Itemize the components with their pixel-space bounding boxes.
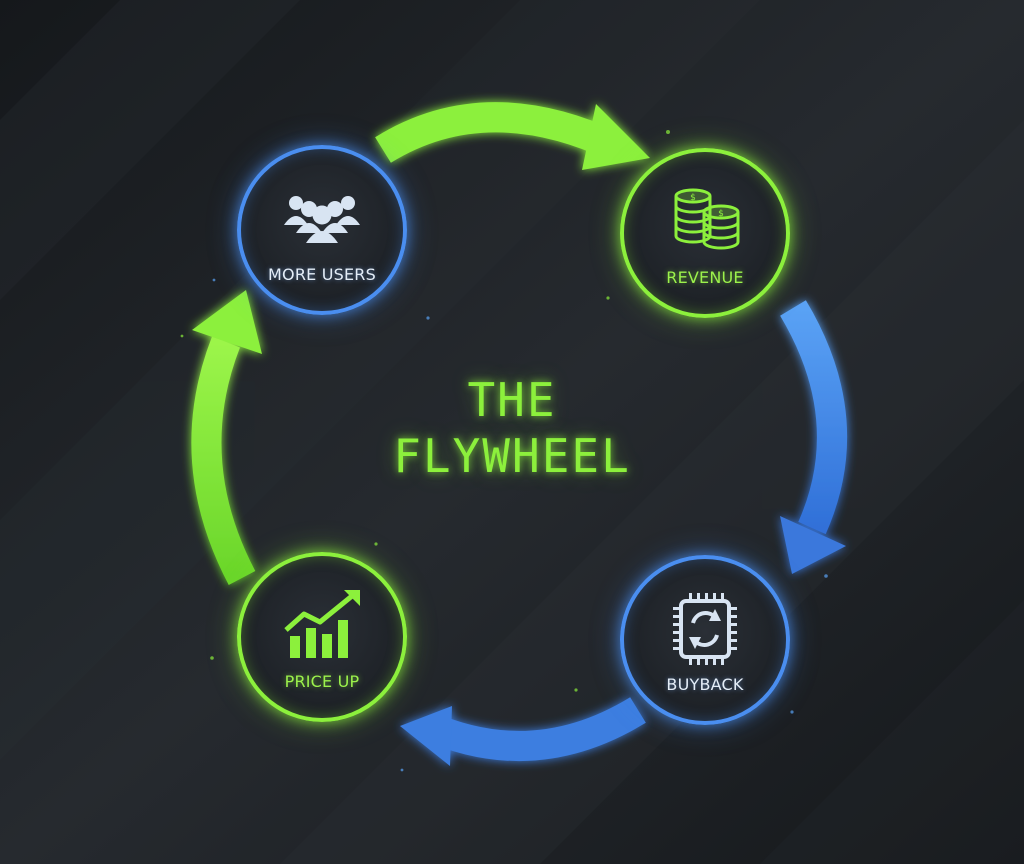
sparkles-blue xyxy=(212,278,828,772)
arrow-users-to-revenue xyxy=(375,102,650,170)
sparkles xyxy=(180,130,670,692)
arrow-price-to-users xyxy=(191,290,262,585)
coin-stacks-icon: $ $ xyxy=(659,186,751,258)
svg-text:$: $ xyxy=(690,193,696,203)
diagram-title: THE FLYWHEEL xyxy=(312,372,712,484)
node-price-up: PRICE UP xyxy=(237,552,407,722)
node-revenue: $ $ REVENUE xyxy=(620,148,790,318)
arrow-buyback-to-price xyxy=(400,697,646,766)
node-more-users: MORE USERS xyxy=(237,145,407,315)
arrow-revenue-to-buyback xyxy=(780,300,847,574)
node-label-price-up: PRICE UP xyxy=(284,671,360,691)
svg-text:$: $ xyxy=(718,209,724,219)
title-line-1: THE xyxy=(467,373,557,427)
chart-up-icon xyxy=(276,589,368,662)
title-line-2: FLYWHEEL xyxy=(393,429,631,483)
node-label-buyback: BUYBACK xyxy=(666,674,744,694)
chip-cycle-icon xyxy=(659,592,751,665)
node-buyback: BUYBACK xyxy=(620,555,790,725)
node-label-revenue: REVENUE xyxy=(666,267,744,287)
users-group-icon xyxy=(276,183,368,255)
node-label-more-users: MORE USERS xyxy=(268,264,376,284)
